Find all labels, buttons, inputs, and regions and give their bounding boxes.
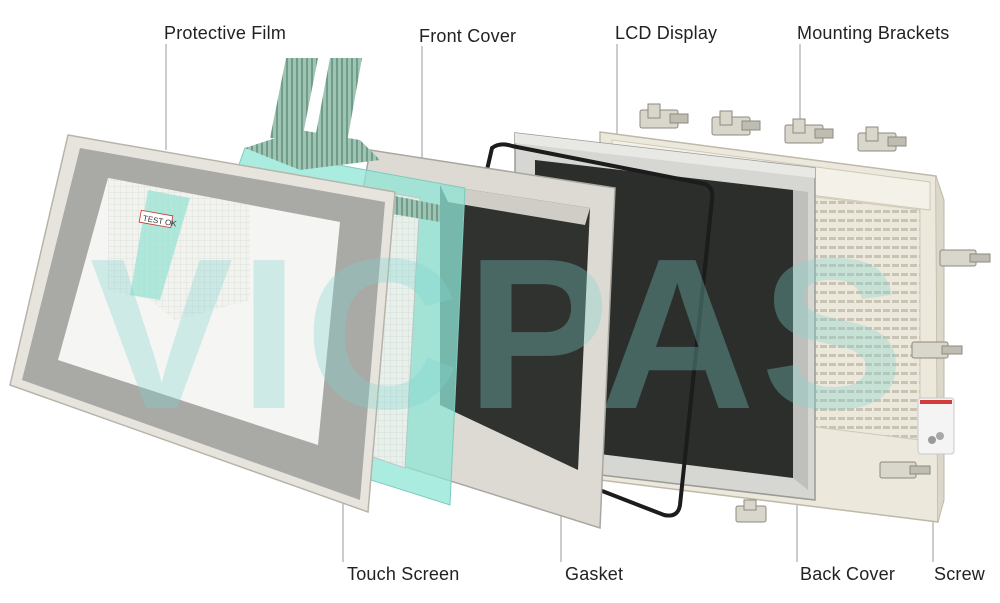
- label-protective-film: Protective Film: [164, 23, 287, 43]
- label-lcd-display: LCD Display: [615, 23, 718, 43]
- label-back-cover: Back Cover: [800, 564, 896, 584]
- label-gasket: Gasket: [565, 564, 624, 584]
- protective-film-part: [9, 134, 396, 514]
- screw-bag-part: [917, 397, 955, 455]
- watermark-text: VICPAS: [90, 213, 911, 454]
- side-brackets: [735, 249, 991, 523]
- label-mounting-brackets: Mounting Brackets: [797, 23, 950, 43]
- label-screw: Screw: [934, 564, 986, 584]
- mounting-brackets-part: [639, 103, 907, 152]
- label-touch-screen: Touch Screen: [347, 564, 460, 584]
- label-front-cover: Front Cover: [419, 26, 517, 46]
